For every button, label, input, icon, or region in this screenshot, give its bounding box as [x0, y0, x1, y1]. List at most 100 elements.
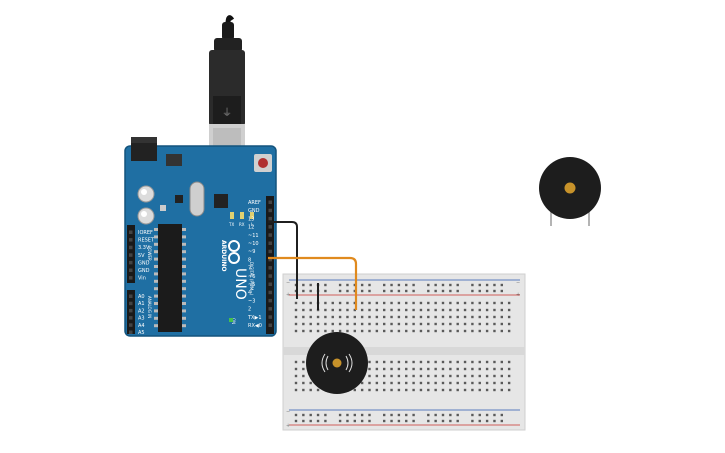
breadboard-hole[interactable]	[493, 374, 496, 378]
digital-pin[interactable]	[268, 257, 273, 262]
breadboard-hole[interactable]	[324, 308, 327, 312]
rail-hole[interactable]	[390, 419, 393, 423]
breadboard-hole[interactable]	[493, 329, 496, 333]
breadboard-hole[interactable]	[405, 301, 408, 305]
rail-hole[interactable]	[397, 413, 401, 417]
breadboard-hole[interactable]	[360, 381, 364, 385]
rail-hole[interactable]	[500, 289, 503, 293]
breadboard-hole[interactable]	[324, 322, 327, 326]
breadboard-hole[interactable]	[419, 329, 423, 333]
rail-hole[interactable]	[302, 419, 305, 423]
breadboard-hole[interactable]	[368, 301, 371, 305]
breadboard-hole[interactable]	[500, 360, 503, 364]
rail-hole[interactable]	[368, 289, 371, 293]
digital-pin[interactable]	[268, 290, 273, 295]
breadboard-hole[interactable]	[412, 308, 415, 312]
breadboard-hole[interactable]	[390, 388, 393, 392]
breadboard-hole[interactable]	[456, 322, 459, 326]
breadboard-hole[interactable]	[485, 367, 489, 371]
rail-hole[interactable]	[390, 289, 393, 293]
breadboard-hole[interactable]	[471, 381, 474, 385]
digital-pin[interactable]	[268, 216, 273, 221]
breadboard-hole[interactable]	[441, 301, 445, 305]
rail-hole[interactable]	[500, 419, 503, 423]
breadboard-hole[interactable]	[471, 367, 474, 371]
breadboard-hole[interactable]	[353, 301, 356, 305]
breadboard-hole[interactable]	[338, 308, 342, 312]
breadboard-hole[interactable]	[478, 381, 481, 385]
breadboard-hole[interactable]	[390, 367, 393, 371]
rail-hole[interactable]	[368, 413, 371, 417]
breadboard-hole[interactable]	[427, 360, 430, 364]
breadboard-hole[interactable]	[485, 381, 489, 385]
breadboard-hole[interactable]	[412, 367, 415, 371]
breadboard-hole[interactable]	[368, 329, 371, 333]
breadboard-hole[interactable]	[368, 308, 371, 312]
breadboard-hole[interactable]	[294, 322, 298, 326]
breadboard-hole[interactable]	[324, 329, 327, 333]
breadboard-hole[interactable]	[493, 388, 496, 392]
breadboard-hole[interactable]	[294, 308, 298, 312]
analog-pin[interactable]	[129, 308, 133, 313]
breadboard-hole[interactable]	[419, 367, 423, 371]
breadboard-hole[interactable]	[434, 367, 437, 371]
breadboard-hole[interactable]	[390, 381, 393, 385]
rail-hole[interactable]	[427, 283, 430, 287]
breadboard-hole[interactable]	[302, 315, 305, 319]
rail-hole[interactable]	[353, 419, 356, 423]
breadboard-hole[interactable]	[412, 329, 415, 333]
power-pin[interactable]	[129, 238, 133, 242]
breadboard-hole[interactable]	[412, 381, 415, 385]
rail-hole[interactable]	[405, 283, 408, 287]
breadboard-hole[interactable]	[390, 374, 393, 378]
orange-wire-pin9[interactable]	[268, 256, 358, 310]
breadboard-hole[interactable]	[507, 308, 511, 312]
breadboard-hole[interactable]	[500, 308, 503, 312]
breadboard-hole[interactable]	[441, 360, 445, 364]
breadboard-hole[interactable]	[368, 367, 371, 371]
breadboard-hole[interactable]	[427, 367, 430, 371]
rail-hole[interactable]	[309, 413, 312, 417]
rail-hole[interactable]	[316, 419, 320, 423]
rail-hole[interactable]	[346, 413, 349, 417]
breadboard-hole[interactable]	[353, 308, 356, 312]
rail-hole[interactable]	[338, 283, 342, 287]
breadboard-hole[interactable]	[368, 315, 371, 319]
rail-hole[interactable]	[478, 419, 481, 423]
breadboard-hole[interactable]	[353, 329, 356, 333]
power-pin[interactable]	[129, 260, 133, 265]
breadboard-hole[interactable]	[449, 381, 452, 385]
breadboard-hole[interactable]	[390, 360, 393, 364]
breadboard-hole[interactable]	[375, 308, 379, 312]
rail-hole[interactable]	[485, 283, 489, 287]
breadboard-hole[interactable]	[500, 329, 503, 333]
breadboard-hole[interactable]	[302, 381, 305, 385]
breadboard-hole[interactable]	[493, 367, 496, 371]
breadboard-hole[interactable]	[346, 329, 349, 333]
breadboard-hole[interactable]	[419, 315, 423, 319]
breadboard-hole[interactable]	[441, 367, 445, 371]
breadboard-hole[interactable]	[346, 301, 349, 305]
breadboard-hole[interactable]	[434, 360, 437, 364]
breadboard-hole[interactable]	[441, 315, 445, 319]
breadboard-hole[interactable]	[390, 322, 393, 326]
analog-pin[interactable]	[129, 330, 133, 335]
breadboard-hole[interactable]	[368, 381, 371, 385]
breadboard-hole[interactable]	[353, 322, 356, 326]
breadboard-hole[interactable]	[449, 301, 452, 305]
loose-buzzer[interactable]	[539, 157, 601, 226]
breadboard-hole[interactable]	[449, 322, 452, 326]
breadboard-hole[interactable]	[338, 329, 342, 333]
breadboard-hole[interactable]	[456, 367, 459, 371]
breadboard-hole[interactable]	[375, 329, 379, 333]
breadboard-hole[interactable]	[449, 374, 452, 378]
breadboard-hole[interactable]	[427, 322, 430, 326]
digital-pin[interactable]	[268, 266, 273, 270]
breadboard-hole[interactable]	[405, 308, 408, 312]
breadboard-hole[interactable]	[397, 381, 401, 385]
breadboard-hole[interactable]	[383, 308, 386, 312]
breadboard-hole[interactable]	[478, 308, 481, 312]
breadboard-hole[interactable]	[478, 329, 481, 333]
breadboard-hole[interactable]	[331, 322, 334, 326]
